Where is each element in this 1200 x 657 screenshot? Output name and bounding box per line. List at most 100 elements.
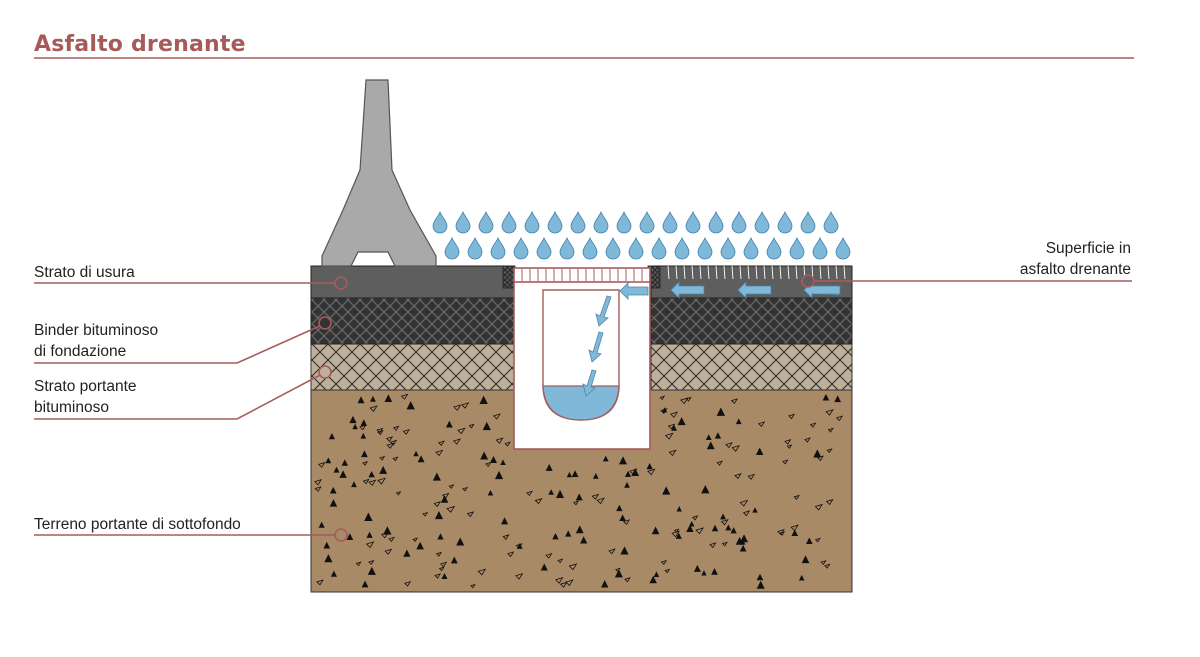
soil-aggregate-dot [406, 401, 415, 410]
rain-drop-icon [455, 210, 471, 234]
label-portante-line1: Strato portante [34, 378, 137, 395]
soil-aggregate-dot [341, 459, 349, 466]
soil-aggregate-dot [440, 495, 449, 503]
label-binder-line1: Binder bituminoso [34, 322, 159, 339]
soil-aggregate-dot [662, 486, 671, 495]
soil-aggregate-dot [591, 493, 600, 500]
soil-aggregate-dot [826, 448, 833, 454]
soil-aggregate-dot [596, 497, 605, 505]
label-portante: Strato portante bituminoso [34, 376, 137, 418]
soil-aggregate-dot [377, 429, 384, 436]
soil-aggregate-dot [809, 422, 817, 428]
soil-aggregate-dot [620, 546, 629, 555]
soil-aggregate-dot [370, 395, 376, 402]
soil-aggregate-dot [487, 489, 494, 496]
soil-aggregate-dot [786, 444, 793, 449]
rain-drop-icon [823, 210, 839, 234]
soil-aggregate-dot [565, 530, 572, 537]
binder-layer-right [650, 297, 853, 345]
soil-aggregate-dots [314, 393, 844, 589]
soil-aggregate-dot [377, 477, 386, 485]
drainage-line [795, 265, 798, 280]
rain-drop-icon [662, 210, 678, 234]
rain-drop-icon [478, 210, 494, 234]
soil-aggregate-dot [756, 580, 765, 589]
base-layer-left [310, 343, 515, 391]
flow-arrow-right-3 [670, 281, 705, 299]
soil-aggregate-dot [624, 577, 631, 583]
soil-aggregate-dot [568, 563, 578, 571]
soil-aggregate-dot [716, 407, 726, 416]
soil-aggregate-dot [701, 485, 710, 494]
soil-aggregate-dot [685, 396, 692, 402]
soil-aggregate-dot [790, 524, 799, 532]
soil-aggregate-dot [673, 528, 680, 534]
soil-aggregate-dot [820, 560, 827, 566]
soil-aggregate-dot [755, 447, 764, 456]
soil-aggregate-dot [457, 427, 466, 435]
soil-aggregate-dot [365, 541, 375, 549]
rain-drop-icon [743, 236, 759, 260]
soil-aggregate-dot [368, 470, 375, 478]
soil-aggregate-dot [545, 552, 553, 559]
soil-aggregate-dot [659, 395, 666, 401]
soil-aggregate-dot [566, 471, 573, 478]
drainage-line [739, 265, 742, 280]
soil-aggregate-dot [352, 423, 358, 430]
soil-aggregate-dot [575, 525, 584, 534]
soil-aggregate-dot [757, 421, 766, 428]
soil-aggregate-dot [329, 499, 338, 507]
rain-drop-icon [720, 236, 736, 260]
flow-arrow-down-3 [582, 369, 597, 397]
rain-drop-icon [639, 210, 655, 234]
soil-aggregate-dot [534, 498, 543, 505]
rain-drop-icon [593, 210, 609, 234]
soil-aggregate-dot [629, 468, 638, 476]
soil-aggregate-dot [461, 402, 470, 409]
soil-aggregate-dot [653, 571, 660, 577]
soil-aggregate-dot [359, 424, 367, 431]
channel-grate [513, 267, 651, 283]
soil-aggregate-dot [324, 554, 333, 563]
soil-aggregate-dot [834, 395, 842, 403]
soil-aggregate-dot [357, 396, 365, 404]
soil-aggregate-dot [477, 568, 487, 576]
soil-aggregate-dot [554, 577, 564, 584]
soil-aggregate-dot [422, 511, 429, 517]
soil-aggregate-dot [680, 397, 689, 405]
soil-aggregate-dot [559, 581, 568, 588]
soil-aggregate-dot [492, 413, 501, 420]
rain-drop-icon [616, 210, 632, 234]
rain-drop-icon [835, 236, 851, 260]
soil-aggregate-dot [716, 460, 724, 466]
leader-binder [34, 324, 323, 364]
soil-aggregate-dot [360, 419, 368, 426]
soil-aggregate-dot [801, 555, 810, 564]
soil-aggregate-dot [695, 527, 705, 535]
soil-aggregate-dot [649, 575, 657, 584]
soil-aggregate-dot [362, 461, 369, 466]
rain-drop-icon [766, 236, 782, 260]
rain-drop-icon [754, 210, 770, 234]
rain-drop-icon [789, 236, 805, 260]
soil-aggregate-dot [580, 536, 588, 544]
soil-aggregate-dot [453, 404, 462, 411]
soil-aggregate-dot [450, 556, 458, 564]
rain-drop-icon [697, 236, 713, 260]
soil-aggregate-dot [445, 420, 453, 428]
soil-aggregate-dot [734, 473, 742, 480]
label-superficie-line2: asfalto drenante [1019, 261, 1131, 278]
soil-aggregate-dot [468, 423, 475, 429]
soil-aggregate-dot [392, 425, 400, 431]
soil-aggregate-dot [804, 437, 811, 443]
drainage-line [699, 265, 702, 280]
drainage-line [715, 265, 718, 280]
soil-aggregate-dot [368, 559, 375, 566]
soil-aggregate-dot [571, 470, 579, 478]
soil-aggregate-dot [827, 427, 834, 433]
soil-aggregate-dot [441, 572, 448, 580]
soil-aggregate-dot [714, 432, 722, 439]
drainage-line [683, 265, 686, 280]
soil-aggregate-dot [384, 394, 393, 403]
